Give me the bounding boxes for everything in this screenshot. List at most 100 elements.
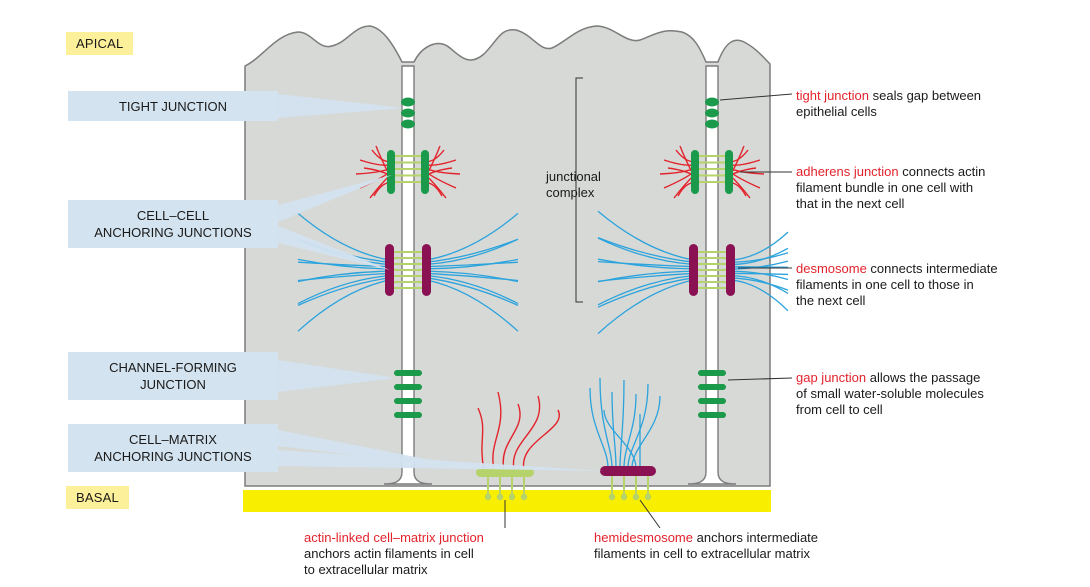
integrin-plaque bbox=[476, 468, 534, 477]
tight-junction-strand bbox=[705, 97, 719, 107]
integrin-foot bbox=[644, 493, 652, 501]
actin-filament bbox=[522, 409, 561, 471]
tight-junction-leader bbox=[719, 93, 793, 101]
integrin-foot bbox=[608, 493, 616, 501]
integrin-foot bbox=[620, 493, 628, 501]
basal-tag: BASAL bbox=[66, 486, 129, 509]
intermediate-filament bbox=[589, 387, 609, 469]
intermediate-filament bbox=[597, 272, 695, 282]
actin-linked-matrix-junction bbox=[476, 391, 561, 501]
extracellular-matrix bbox=[243, 490, 771, 512]
cell-layer bbox=[244, 25, 771, 487]
actin-linked-matrix-junction-description: actin-linked cell–matrix junction anchor… bbox=[304, 530, 484, 577]
intermediate-filament bbox=[627, 383, 649, 469]
intermediate-filament bbox=[597, 236, 695, 263]
actin-filament bbox=[492, 391, 502, 471]
desmosome-plaque bbox=[689, 244, 698, 296]
integrin-foot bbox=[632, 493, 640, 501]
intermediate-filament bbox=[597, 258, 695, 270]
adherens-junction-description: adherens junction connects actin filamen… bbox=[796, 164, 986, 211]
intermediate-filament bbox=[297, 258, 391, 270]
intermediate-filament bbox=[297, 279, 391, 332]
gap-junction-channel bbox=[698, 370, 726, 376]
actin-filament bbox=[502, 403, 521, 471]
intermediate-filament bbox=[425, 238, 519, 263]
gap-junction-description: gap junction allows the passage of small… bbox=[796, 370, 984, 417]
desmosome-plaque bbox=[726, 244, 735, 296]
gap-junction-channel bbox=[698, 398, 726, 404]
intermediate-filament bbox=[425, 261, 519, 268]
intermediate-filament bbox=[729, 279, 789, 312]
intermediate-filament bbox=[631, 395, 661, 469]
intermediate-filament bbox=[597, 274, 695, 306]
intermediate-filament bbox=[425, 212, 519, 261]
tight-junction-strand bbox=[705, 119, 719, 129]
integrin-foot bbox=[496, 493, 504, 501]
junctional-complex-bracket bbox=[575, 77, 583, 303]
apical-tag: APICAL bbox=[66, 32, 134, 55]
channel-forming-pointer bbox=[278, 360, 396, 392]
adherens-plaque bbox=[691, 150, 699, 194]
intermediate-filament bbox=[599, 377, 613, 469]
tight-junction-strand bbox=[401, 108, 415, 118]
gap-junction-channel bbox=[394, 412, 422, 418]
intermediate-filament bbox=[597, 260, 695, 268]
intermediate-filament bbox=[425, 274, 519, 305]
cell-matrix-pointer-hemidesmosome bbox=[278, 450, 604, 471]
intermediate-filament bbox=[425, 277, 519, 306]
gap-junction-channel bbox=[698, 412, 726, 418]
intermediate-filament bbox=[597, 279, 695, 335]
tight-junction-label: TIGHT JUNCTION bbox=[68, 91, 278, 121]
desmosome-plaque bbox=[385, 244, 394, 296]
hemidesmosome-description: hemidesmosome anchors intermediate filam… bbox=[594, 530, 819, 561]
integrin-foot bbox=[508, 493, 516, 501]
integrin-foot bbox=[520, 493, 528, 501]
desmosome-plaque bbox=[422, 244, 431, 296]
intermediate-filament bbox=[597, 277, 695, 308]
adherens-plaque bbox=[421, 150, 429, 194]
intermediate-filament bbox=[619, 379, 625, 469]
gap-junction-channel bbox=[394, 370, 422, 376]
tight-junction-description: tight junction seals gap between epithel… bbox=[796, 88, 982, 119]
intermediate-filament bbox=[425, 279, 519, 332]
actin-filament bbox=[477, 407, 485, 471]
integrin-foot bbox=[484, 493, 492, 501]
gap-junction-channel bbox=[394, 398, 422, 404]
cell-cell-pointer-desmosome bbox=[278, 226, 390, 270]
tight-junction-strand bbox=[705, 108, 719, 118]
hemidesmosome bbox=[589, 377, 661, 501]
hemidesmosome-leader bbox=[639, 499, 661, 529]
intermediate-filament bbox=[729, 231, 789, 261]
tight-junction-strand bbox=[401, 97, 415, 107]
intermediate-filament bbox=[297, 274, 391, 305]
intermediate-filament bbox=[297, 272, 391, 282]
gap-junction-leader bbox=[727, 377, 793, 381]
cell-cell-pointer-adherens bbox=[278, 175, 392, 222]
hemidesmosome-plaque bbox=[600, 466, 656, 476]
intermediate-filament bbox=[603, 409, 637, 469]
gap-junction-channel bbox=[394, 384, 422, 390]
adherens-plaque bbox=[725, 150, 733, 194]
intermediate-filaments-left-2 bbox=[597, 210, 695, 335]
actin-filament bbox=[512, 395, 541, 471]
intermediate-filament bbox=[297, 212, 391, 261]
intermediate-filament bbox=[597, 210, 695, 261]
intermediate-filament bbox=[297, 261, 391, 268]
intermediate-filament bbox=[425, 238, 519, 266]
intermediate-filament bbox=[611, 391, 617, 469]
intermediate-filament bbox=[425, 258, 519, 270]
intermediate-filament bbox=[597, 237, 695, 266]
tight-junction-strand bbox=[401, 119, 415, 129]
intermediate-filament bbox=[425, 272, 519, 282]
gap-junction-channel bbox=[698, 384, 726, 390]
adherens-plaque bbox=[387, 150, 395, 194]
intermediate-filament bbox=[297, 277, 391, 306]
tight-junction-pointer bbox=[278, 94, 404, 118]
desmosome-description: desmosome connects intermediate filament… bbox=[796, 261, 998, 308]
